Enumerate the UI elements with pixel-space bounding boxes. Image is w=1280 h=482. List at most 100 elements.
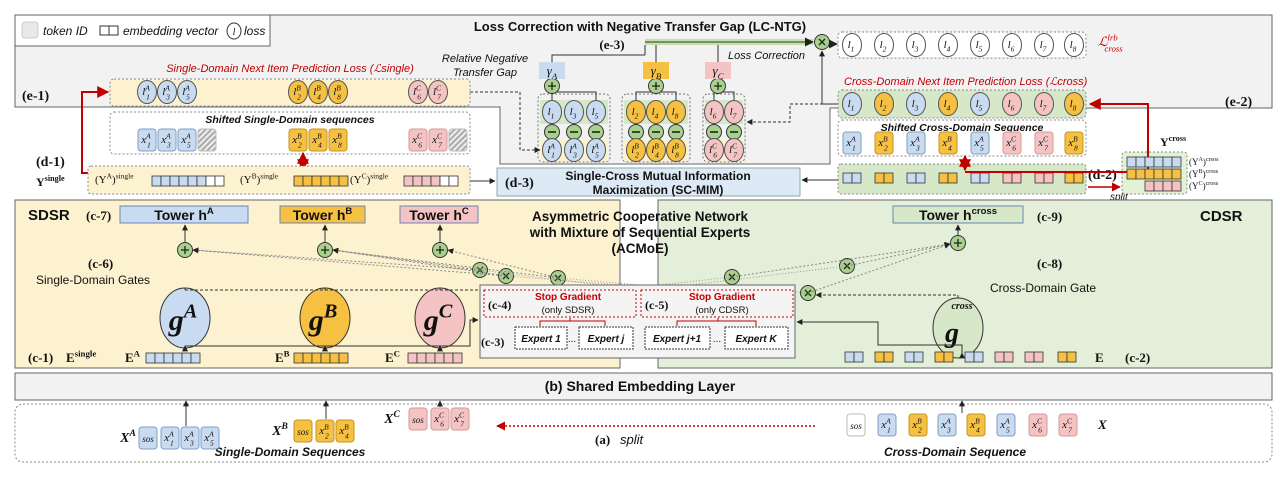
rel-gap-label-1: Relative Negative: [442, 53, 528, 65]
loss-circle: l4: [938, 33, 958, 57]
gap-group: [537, 93, 611, 163]
embedding-vector: [1144, 180, 1182, 192]
plus-icon: [177, 242, 193, 258]
legend-embedding: embedding vector: [123, 24, 219, 38]
d1-label: (d-1): [36, 155, 65, 170]
embedding-vector: [293, 352, 349, 364]
token: [197, 128, 217, 152]
loss-label: l1: [548, 106, 555, 120]
embedding-vector: [842, 172, 862, 184]
embedding-vector: [1024, 351, 1044, 363]
c7-label: (c-7): [86, 208, 111, 223]
y-b-single-label: (YB)single: [240, 171, 279, 186]
legend: token ID embedding vector l loss: [14, 14, 271, 47]
y-cross-label: Ycross: [1160, 134, 1186, 149]
loss-circle: l3: [906, 92, 926, 116]
loss-label: l7: [1040, 98, 1047, 112]
embedding-vector: [403, 175, 459, 187]
embedding-vector: [906, 172, 926, 184]
loss-label: l2: [880, 39, 887, 53]
connector: [192, 247, 507, 277]
expert-k: [724, 326, 789, 350]
token: sos: [408, 407, 428, 431]
rel-gap-label-2: Transfer Gap: [453, 67, 517, 79]
loss-label: l8: [1070, 98, 1077, 112]
split-word: split: [620, 432, 645, 447]
c5-label: (c-5): [645, 298, 668, 312]
loss-circle: l5: [970, 92, 990, 116]
tower-label: Tower hA: [154, 206, 214, 223]
tower-label: Tower hB: [293, 206, 353, 223]
loss-circle: l3: [906, 33, 926, 57]
sos-token: sos: [412, 415, 424, 425]
embedding-vector: [407, 352, 463, 364]
embedding-vector: [293, 175, 349, 187]
loss-label: l7: [1040, 39, 1047, 53]
connector: [965, 98, 1149, 173]
tower-b: Tower hB: [279, 205, 366, 224]
e1-label: (e-1): [22, 89, 50, 104]
embedding-vector: [1057, 351, 1077, 363]
ellipsis: ...: [713, 334, 721, 345]
c3-label: (c-3): [481, 335, 504, 349]
plus-icon: [317, 242, 333, 258]
embedding-vector: [1126, 168, 1182, 180]
gate-a: gA: [159, 287, 211, 349]
loss-label: l5: [976, 39, 983, 53]
gate-b: gB: [299, 287, 351, 349]
sos-token: sos: [142, 434, 154, 444]
sc-mim-box: [496, 167, 801, 197]
gate-c: gC: [414, 287, 466, 349]
embedding-vector: [874, 172, 894, 184]
y-single-embeddings: (YA)single(YB)single(YC)single: [95, 171, 496, 187]
e3-label: (e-3): [599, 37, 624, 52]
loss-circle: l6: [1002, 92, 1022, 116]
loss-circle: l6: [1002, 33, 1022, 57]
connector: [807, 242, 951, 294]
gamma-box: γC: [705, 62, 731, 81]
y-cross-row-label: (YC)cross: [1189, 181, 1219, 191]
gamma-label: γC: [712, 63, 723, 81]
y-cross-row-label: (YB)cross: [1189, 169, 1219, 179]
connector: [659, 276, 733, 286]
c1-label: (c-1): [28, 350, 53, 365]
stop-gradient-label-1: Stop Gradient: [535, 292, 602, 303]
